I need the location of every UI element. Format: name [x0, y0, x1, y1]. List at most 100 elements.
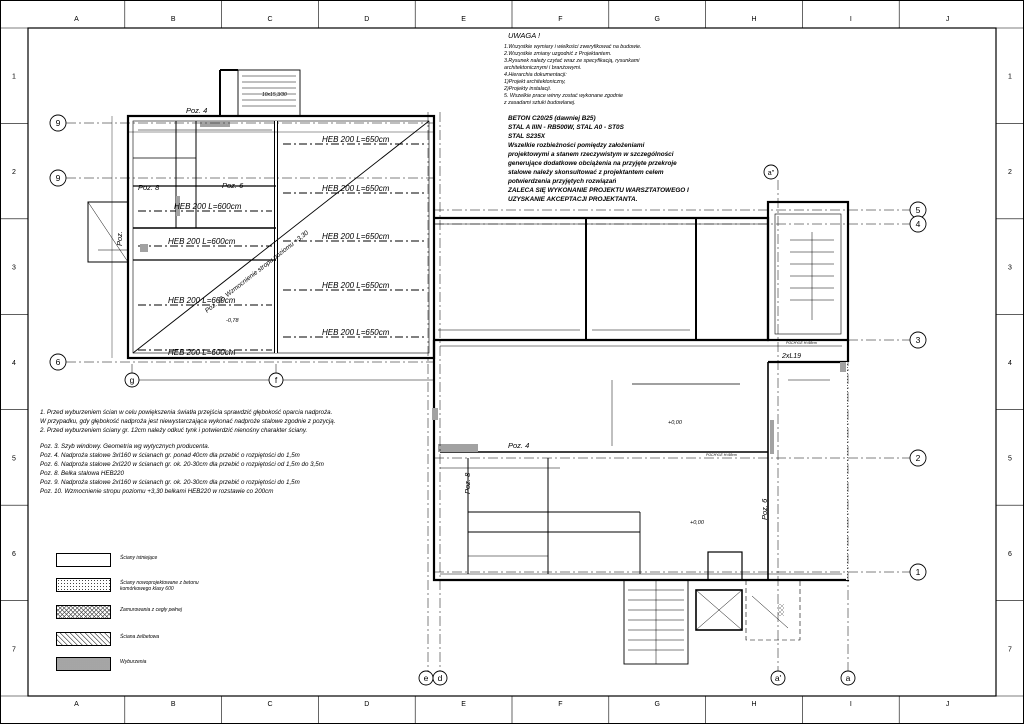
note-line: Poz. 6. Nadproża stalowe 2xI220 w ściana…: [40, 461, 324, 468]
axis-label-6: 6: [56, 357, 61, 367]
level-negative: -0,78: [226, 318, 239, 324]
lintel-label: 2xL19: [781, 353, 801, 360]
sheet-column-label: I: [850, 701, 852, 708]
note-bold-line: projektowymi a stanem rzeczywistym w szc…: [507, 151, 674, 158]
axis-label-d: d: [438, 673, 443, 683]
poz6-right-label: Poz. 6: [760, 498, 769, 520]
sheet-column-label: E: [461, 701, 466, 708]
material-line: STAL S235X: [508, 133, 546, 140]
note-line: 2. Przed wyburzeniem ściany gr. 12cm nal…: [40, 427, 308, 434]
sheet-column-label: B: [171, 16, 176, 23]
beam-label: HEB 200 L=650cm: [322, 328, 390, 337]
sheet-row-label: 6: [1008, 551, 1012, 558]
note-bold-line: UZYSKANIE AKCEPTACJI PROJEKTANTA.: [508, 196, 638, 203]
legend-label: Ściana żelbetowa: [120, 634, 160, 640]
note-bold-line: generujące dodatkowe obciążenia na przyj…: [507, 160, 677, 167]
axis-label-e: e: [424, 673, 429, 683]
sheet-column-label: F: [558, 701, 562, 708]
sheet-column-label: I: [850, 16, 852, 23]
axis-label-a-prime: a': [775, 673, 782, 683]
sheet-column-label: B: [171, 701, 176, 708]
legend-swatch: [56, 605, 111, 619]
uwaga-line: 1.Wszystkie wymiary i wielkości zweryfik…: [504, 44, 641, 50]
sheet-column-label: A: [74, 701, 79, 708]
sheet-row-label: 7: [1008, 646, 1012, 653]
axis-label-2: 2: [916, 453, 921, 463]
axis-label-1: 1: [916, 567, 921, 577]
sheet-column-label: G: [654, 701, 659, 708]
sheet-row-label: 4: [1008, 360, 1012, 367]
poz4-bottom-label: Poz. 4: [508, 441, 529, 450]
sheet-column-label: C: [267, 701, 272, 708]
uwaga-title: UWAGA !: [508, 31, 541, 40]
legend-label: Zamurowania z cegły pełnej: [120, 607, 182, 613]
rooftop-label-2: POCHYLE H=98cm: [706, 453, 737, 457]
beam-label: HEB 200 L=600cm: [174, 202, 242, 211]
uwaga-line: architektonicznymi i branżowymi.: [504, 65, 581, 71]
beam-label: HEB 200 L=650cm: [322, 232, 390, 241]
poz6-top-label: Poz. 6: [222, 181, 244, 190]
note-line: Poz. 3. Szyb windowy. Geometria wg wytyc…: [40, 443, 210, 450]
legend-swatch: [56, 657, 111, 671]
sheet-row-label: 3: [1008, 265, 1012, 272]
sheet-row-label: 3: [12, 265, 16, 272]
axis-label-4: 4: [916, 219, 921, 229]
sheet-row-label: 7: [12, 646, 16, 653]
sheet-row-label: 5: [1008, 455, 1012, 462]
sheet-column-label: A: [74, 16, 79, 23]
sheet-column-label: G: [654, 16, 659, 23]
legend-swatch: [56, 553, 111, 567]
uwaga-line: 2)Projekty instalacji.: [503, 86, 551, 92]
material-line: BETON C20/25 (dawniej B25): [508, 115, 596, 122]
note-line: Poz. 9. Nadproża stalowe 2xI160 w ściana…: [40, 479, 300, 486]
uwaga-line: 5. Wszelkie prace winny zostać wykonane …: [504, 93, 623, 99]
axis-label-a: a: [846, 673, 851, 683]
axis-label-9b: 9: [56, 173, 61, 183]
sheet-column-label: J: [946, 16, 950, 23]
legend-label: Ściany nowoprojektowane z betonu komórko…: [120, 580, 199, 592]
sheet-row-label: 4: [12, 360, 16, 367]
uwaga-line: 2.Wszystkie zmiany uzgodnić z Projektant…: [503, 51, 611, 57]
legend-label: Ściany istniejące: [120, 555, 158, 561]
note-line: Poz. 10. Wzmocnienie stropu poziomu +3,3…: [40, 488, 274, 495]
sheet-row-label: 2: [12, 169, 16, 176]
axis-label-9a: 9: [56, 118, 61, 128]
legend-label: Wyburzenia: [120, 659, 147, 665]
sheet-row-label: 1: [12, 74, 16, 81]
sheet-column-label: D: [364, 16, 369, 23]
stair-top-label: 10x15,3/30: [262, 92, 287, 98]
note-bold-line: stalowe należy skonsultować z projektant…: [508, 169, 664, 176]
material-line: STAL A IIIN - RB500W, STAL A0 - ST0S: [508, 124, 625, 131]
note-line: Poz. 8. Belka stalowa HEB220: [40, 470, 124, 477]
sheet-column-label: H: [751, 701, 756, 708]
axis-label-5: 5: [916, 205, 921, 215]
beam-label: HEB 200 L=600cm: [168, 237, 236, 246]
note-line: W przypadku, gdy głębokość nadproża jest…: [40, 418, 336, 425]
legend-swatch: [56, 632, 111, 646]
sheet-column-label: J: [946, 701, 950, 708]
axis-label-f: f: [275, 375, 278, 385]
uwaga-line: 1)Projekt architektoniczny,: [504, 79, 566, 85]
sheet-row-label: 1: [1008, 74, 1012, 81]
poz8-label: Poz. 8: [138, 183, 160, 192]
sheet-column-label: E: [461, 16, 466, 23]
sheet-row-label: 5: [12, 455, 16, 462]
left-building-plan: [87, 69, 436, 381]
poz4-top-label: Poz. 4: [186, 106, 207, 115]
axis-label-3: 3: [916, 335, 921, 345]
sheet-column-label: D: [364, 701, 369, 708]
uwaga-line: 3.Rysunek należy czytać wraz ze specyfik…: [504, 58, 640, 64]
poz-left-label: Poz.: [115, 231, 124, 246]
note-line: Poz. 4. Nadproża stalowe 3xI160 w ściana…: [40, 452, 300, 459]
level-marker-1: +0,00: [668, 420, 683, 426]
axis-label-g: g: [130, 375, 135, 385]
note-line: 1. Przed wyburzeniem ścian w celu powięk…: [40, 409, 333, 416]
beam-label: HEB 200 L=650cm: [322, 135, 390, 144]
sheet-row-label: 6: [12, 551, 16, 558]
note-bold-line: potwierdzenia przyjętych rozwiązań: [507, 178, 616, 185]
uwaga-line: 4.Hierarchia dokumentacji:: [504, 72, 567, 78]
level-marker-2: +0,00: [690, 520, 705, 526]
beam-label: HEB 200 L=600cm: [168, 296, 236, 305]
